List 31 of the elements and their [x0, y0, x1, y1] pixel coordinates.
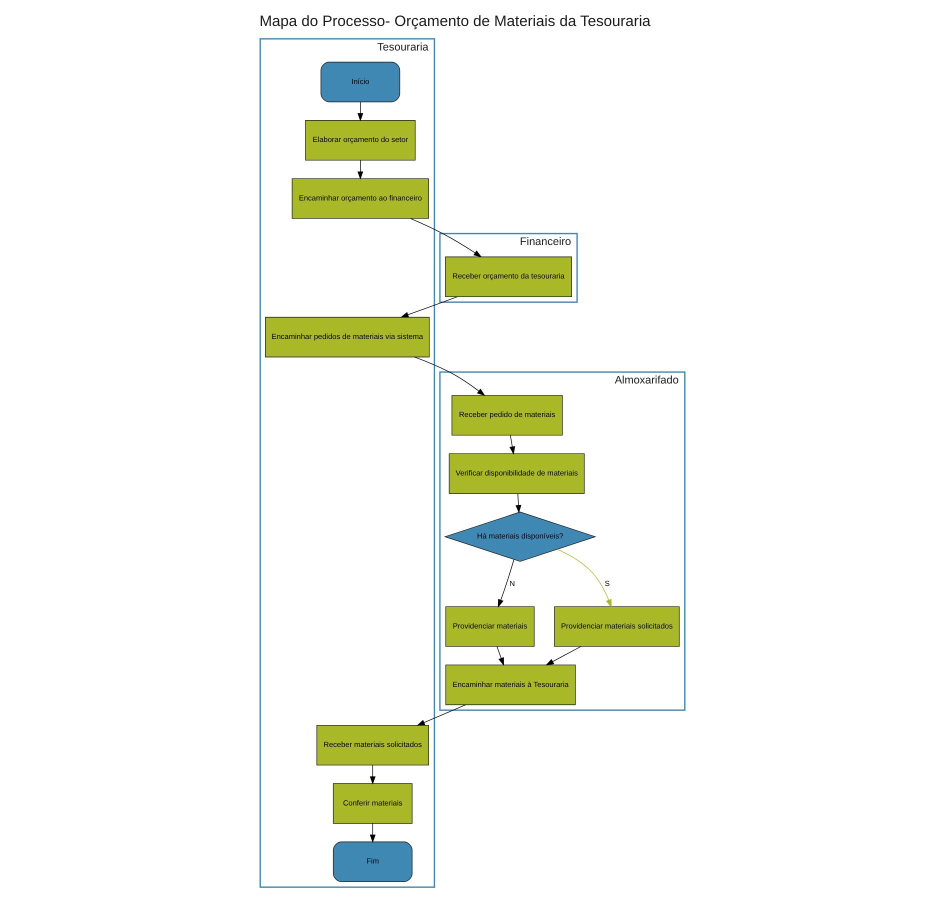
node-box: Início: [320, 62, 400, 102]
edge-label: S: [604, 578, 610, 588]
arrow: [410, 218, 482, 258]
arrow: [497, 559, 514, 608]
node-box: Encaminhar orçamento ao financeiro: [291, 178, 428, 219]
arrow: [414, 356, 485, 396]
arrow: [496, 646, 504, 666]
node-box: Providenciar materiais solicitados: [554, 606, 680, 647]
node-box: Elaborar orçamento do setor: [304, 120, 416, 161]
node-box: Fim: [332, 842, 412, 882]
node-box: Verificar disponibilidade de materiais: [448, 453, 584, 494]
node-box: Providenciar materiais: [444, 606, 534, 647]
arrow: [515, 493, 521, 514]
arrow: [556, 548, 612, 608]
arrow: [545, 646, 581, 666]
arrow: [356, 102, 363, 122]
arrow: [400, 296, 458, 318]
arrow: [369, 823, 376, 843]
arrow: [356, 160, 363, 180]
node-box: Receber orçamento da tesouraria: [444, 256, 572, 297]
arrow: [369, 764, 376, 785]
edge-label: N: [509, 578, 515, 588]
node-box: Receber pedido de materiais: [451, 395, 562, 436]
arrow: [416, 704, 466, 726]
arrow: [508, 434, 515, 455]
node-diamond: Há materiais disponíveis?: [443, 512, 596, 562]
node-box: Encaminhar materiais à Tesouraria: [444, 664, 576, 706]
node-box: Encaminhar pedidos de materiais via sistema: [264, 316, 430, 358]
diagram-title: Mapa do Processo- Orçamento de Materiais da Tesouraria: [258, 13, 650, 30]
node-box: Receber materiais solicitados: [316, 724, 428, 766]
node-box: Conferir materiais: [332, 783, 412, 824]
